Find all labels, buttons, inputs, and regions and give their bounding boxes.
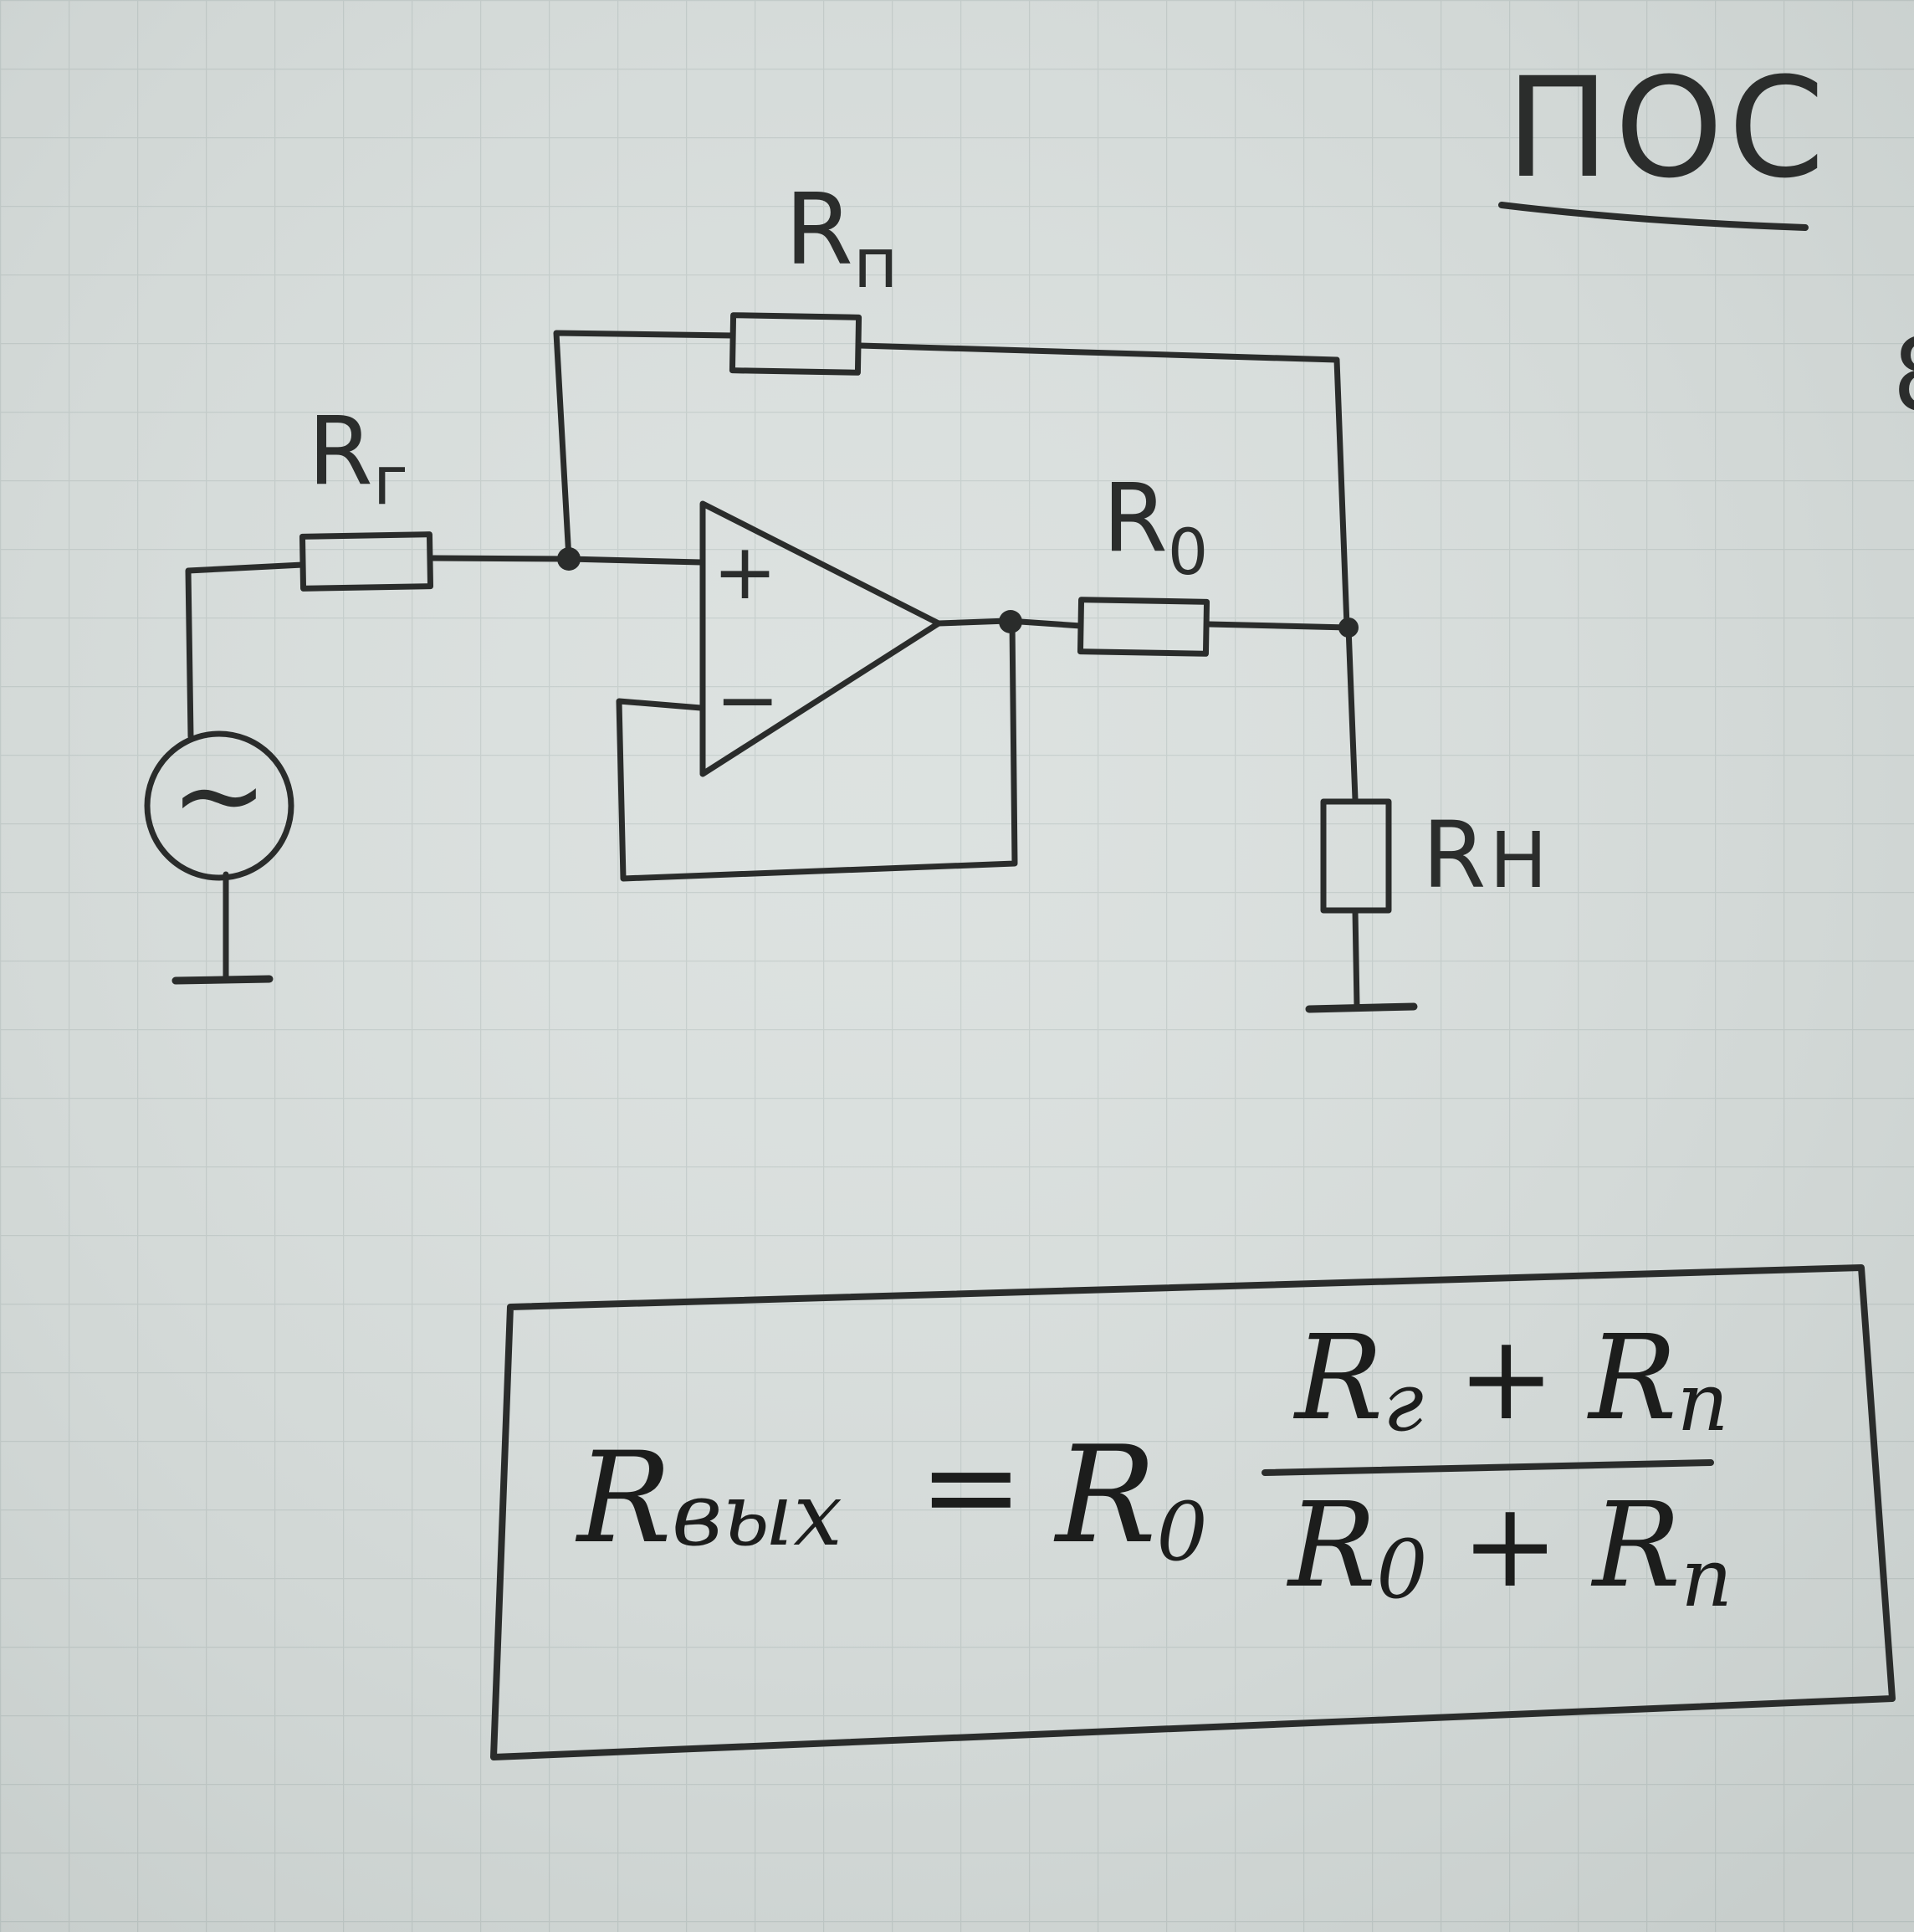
formula-equals: = [919, 1414, 1024, 1560]
junction-input [557, 547, 581, 571]
resistor-output [1077, 597, 1210, 657]
ground-left [171, 975, 274, 985]
formula-factor: R0 [1053, 1417, 1208, 1579]
opamp-plus-label: + [713, 527, 777, 617]
label-source-resistor: Rг [308, 397, 408, 520]
formula-lhs: Rвых [575, 1426, 842, 1571]
fraction-bar [1262, 1459, 1714, 1476]
junction-load [1338, 618, 1359, 638]
formula-box [490, 1264, 1896, 1760]
resistor-source [299, 531, 434, 592]
label-feedback-resistor: Rп [785, 172, 898, 304]
formula-numerator: Rг+Rп [1292, 1310, 1729, 1449]
title-underline [1498, 202, 1809, 231]
title-text: ПОС [1506, 48, 1830, 208]
ac-source-symbol: ~ [170, 727, 268, 864]
label-output-resistor: R0 [1103, 464, 1208, 589]
label-load-resistor: RН [1422, 802, 1548, 909]
ac-source [144, 730, 294, 881]
margin-note: 8 [1892, 318, 1914, 434]
ground-right [1305, 1002, 1418, 1013]
opamp-triangle [699, 500, 942, 777]
resistor-load [1320, 798, 1392, 914]
formula-denominator: R0+Rп [1286, 1478, 1732, 1625]
junction-output [999, 610, 1022, 633]
resistor-feedback [729, 312, 862, 376]
opamp-minus-label: − [715, 655, 780, 745]
